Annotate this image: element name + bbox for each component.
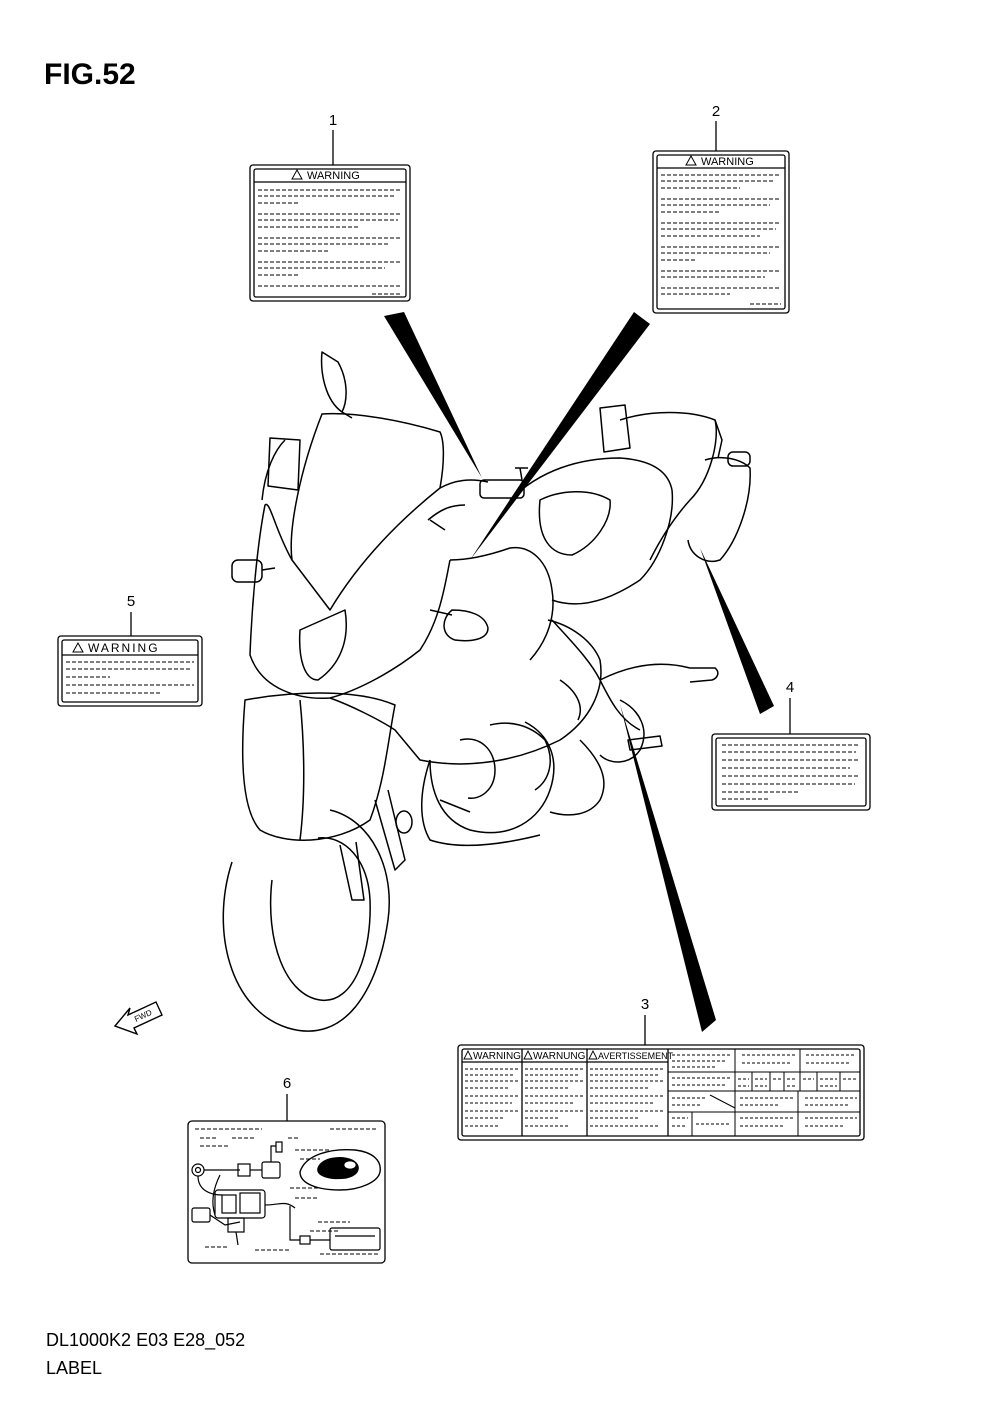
label-4: 4 [711,679,871,811]
harness-illustration [191,1141,381,1251]
label-3-table [668,1049,860,1136]
label-2: 2 WARNING [652,103,790,314]
figure-name: LABEL [46,1358,103,1378]
label-3-text-lines [465,1068,665,1127]
fuel-tank-icon [299,1148,381,1191]
label-1-text-lines [258,189,402,295]
label-1-heading: WARNING [307,170,360,182]
warning-triangle-icon [291,168,303,180]
callout-number-5: 5 [127,593,135,610]
label-3-table-text [672,1054,857,1127]
callout-number-4: 4 [786,679,794,696]
label-3-heading-en: WARNING [473,1051,521,1062]
callout-number-3: 3 [641,996,649,1013]
warning-triangle-icon [523,1049,533,1060]
warning-triangle-icon [588,1049,598,1060]
forward-direction-arrow: FWD [113,1001,163,1036]
label-6: 6 [187,1075,386,1264]
figure-title: FIG.52 [44,58,136,91]
motorcycle-illustration [222,351,751,1032]
label-5: 5 WARNING [57,593,203,707]
label-5-text-lines [66,661,194,694]
model-code: DL1000K2 E03 E28_052 [46,1330,246,1350]
fwd-arrow-icon [113,1001,163,1036]
callout-number-6: 6 [283,1075,291,1092]
label-3: 3 WARNING WARNUNG AVERTISSEMENT [457,996,865,1141]
callout-number-1: 1 [329,112,337,129]
label-4-text-lines [722,744,860,800]
label-1: 1 WARNING [249,112,411,302]
label-2-text-lines [661,174,781,305]
warning-triangle-icon [72,641,84,653]
label-6-text-lines [195,1128,378,1255]
callout-number-2: 2 [712,103,720,120]
label-3-heading-fr: AVERTISSEMENT [598,1051,674,1061]
fwd-label: FWD [133,1008,154,1024]
label-3-heading-de: WARNUNG [533,1051,586,1062]
warning-triangle-icon [685,154,697,166]
label-5-heading: WARNING [88,641,160,655]
label-2-heading: WARNING [701,156,754,168]
warning-triangle-icon [463,1049,473,1060]
